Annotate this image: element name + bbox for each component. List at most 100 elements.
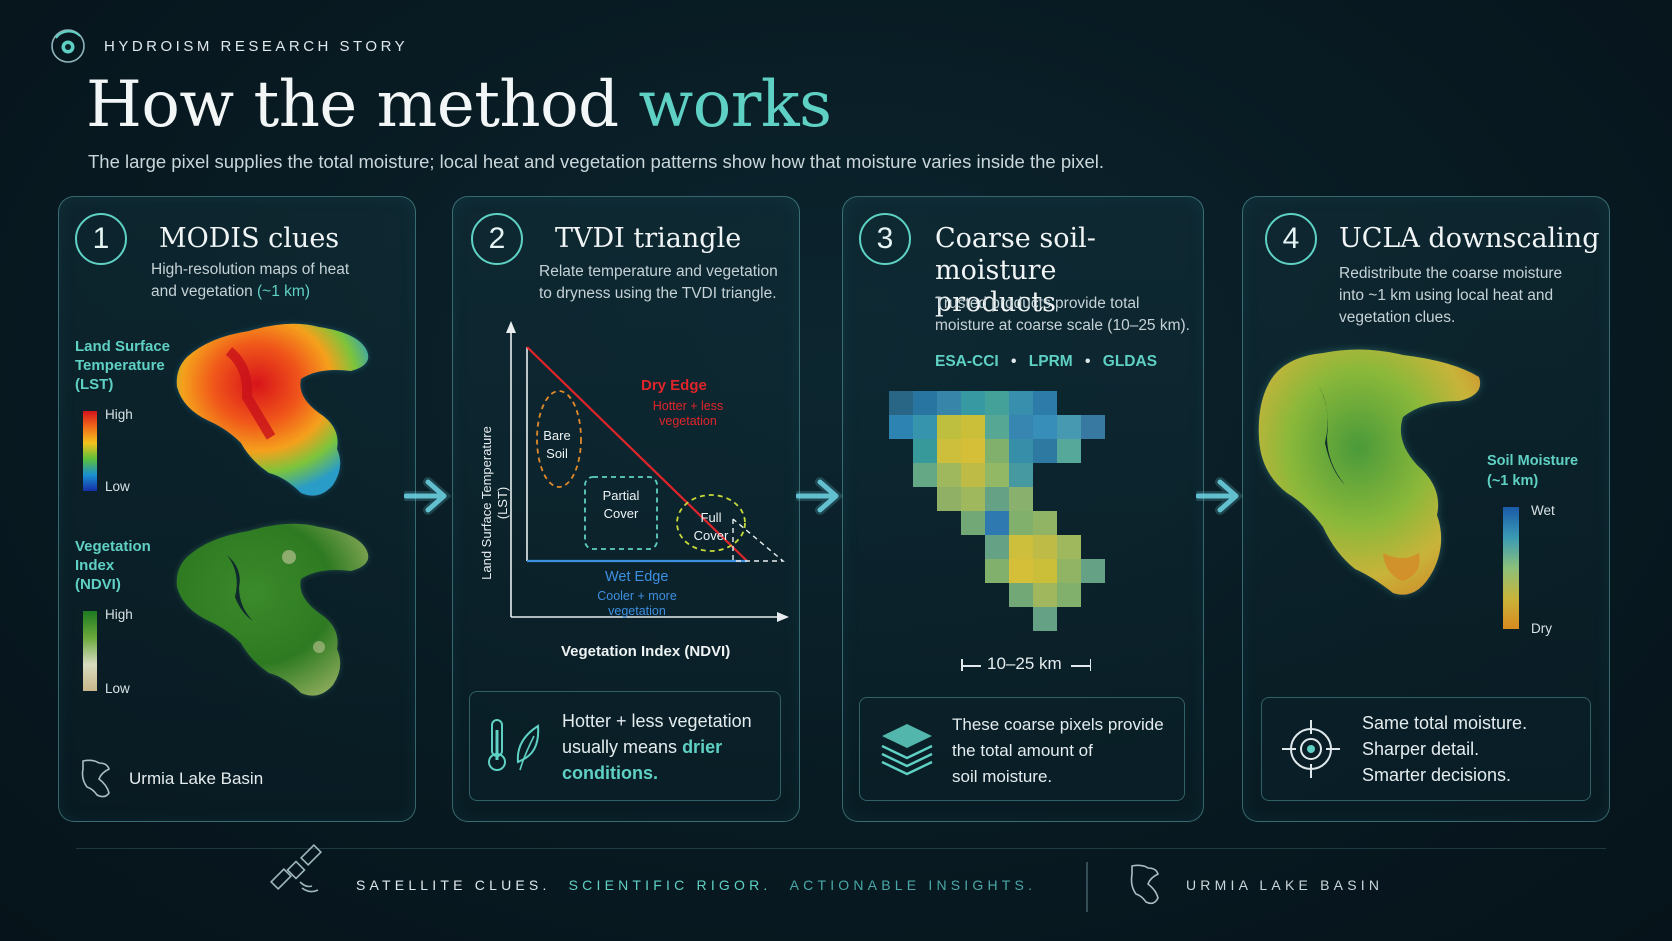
callout-highlight: conditions. <box>562 763 658 783</box>
label-line: Land Surface <box>75 338 171 355</box>
brand-logo-icon <box>51 29 85 63</box>
card-description: Relate temperature and vegetation to dry… <box>539 261 778 305</box>
card-description: High-resolution maps of heat and vegetat… <box>151 259 349 303</box>
satellite-icon <box>269 843 323 893</box>
legend-wet: Wet <box>1531 503 1555 518</box>
footer-part: ACTIONABLE INSIGHTS. <box>789 877 1037 893</box>
bare-soil-label: Bare Soil <box>537 427 577 463</box>
soil-moisture-legend-title: Soil Moisture (~1 km) <box>1487 451 1578 491</box>
ndvi-legend-low: Low <box>105 681 130 696</box>
thermometer-leaf-icon <box>488 719 540 771</box>
card-description: Trusted products provide total moisture … <box>935 293 1190 337</box>
callout-line: Hotter + less vegetation <box>562 711 752 731</box>
callout-line: Same total moisture. <box>1362 713 1528 733</box>
ndvi-label: Vegetation Index (NDVI) <box>75 537 151 594</box>
sub-line: vegetation <box>659 414 717 428</box>
lst-legend-low: Low <box>105 479 130 494</box>
region-line: Bare <box>543 428 571 443</box>
callout-text: Hotter + less vegetation usually means d… <box>562 708 752 786</box>
target-icon <box>1282 720 1340 778</box>
footer-location: URMIA LAKE BASIN <box>1186 877 1384 893</box>
region-line: Cover <box>603 506 639 521</box>
desc-text: and vegetation <box>151 283 258 300</box>
lst-legend-bar <box>83 411 97 491</box>
footer-part: SCIENTIFIC RIGOR. <box>568 877 772 893</box>
dry-edge-sub: Hotter + less vegetation <box>633 399 743 429</box>
desc-line: and vegetation (~1 km) <box>151 281 349 303</box>
scale-bar <box>961 657 1091 673</box>
callout-line: These coarse pixels provide <box>952 715 1164 734</box>
product-lprm: LPRM <box>1028 353 1073 370</box>
card-title: TVDI triangle <box>555 223 742 254</box>
basin-label: Urmia Lake Basin <box>129 769 264 788</box>
brand: HYDROISM RESEARCH STORY <box>50 28 408 64</box>
legend-dry: Dry <box>1531 621 1552 636</box>
partial-cover-label: Partial Cover <box>585 487 657 523</box>
title-accent: works <box>638 68 832 142</box>
downscaling-callout: Same total moisture. Sharper detail. Sma… <box>1261 697 1591 801</box>
desc-line: Trusted products provide total <box>935 295 1140 312</box>
desc-line: moisture at coarse scale (10–25 km). <box>935 317 1190 334</box>
label-line: (LST) <box>75 376 114 393</box>
callout-line: usually means drier <box>562 734 752 760</box>
step-number-2: 2 <box>471 213 523 265</box>
callout-text: These coarse pixels provide the total am… <box>952 712 1164 790</box>
label-line: Temperature <box>75 357 165 374</box>
region-line: Partial <box>602 488 640 503</box>
region-line: Soil <box>546 446 568 461</box>
axis-line: Land Surface Temperature <box>479 426 494 580</box>
layers-icon <box>881 724 933 776</box>
title-line: Coarse soil-moisture <box>935 223 1096 286</box>
callout-line: soil moisture. <box>952 767 1053 786</box>
card-tvdi-triangle: 2 TVDI triangle Relate temperature and v… <box>452 196 800 822</box>
footer-part: SATELLITE CLUES. <box>356 877 551 893</box>
legend-line: Soil Moisture <box>1487 453 1579 469</box>
full-cover-label: Full Cover <box>683 509 739 545</box>
separator: • <box>1085 353 1091 370</box>
desc-highlight: (~1 km) <box>257 283 310 300</box>
product-list: ESA-CCI • LPRM • GLDAS <box>935 353 1157 371</box>
step-number-4: 4 <box>1265 213 1317 265</box>
label-line: Vegetation <box>75 538 151 555</box>
region-line: Full <box>700 510 722 525</box>
card-title: Coarse soil-moisture products <box>935 223 1203 319</box>
downscaled-soil-moisture-map <box>1258 349 1481 595</box>
legend-line: (~1 km) <box>1487 473 1539 489</box>
card-title: UCLA downscaling <box>1339 223 1600 254</box>
dry-edge-label: Dry Edge <box>641 377 707 394</box>
coarse-pixel-map <box>889 391 1105 631</box>
brand-text: HYDROISM RESEARCH STORY <box>104 37 409 55</box>
sub-line: vegetation <box>608 604 666 618</box>
title-line: products <box>935 287 1056 318</box>
footer-separator <box>1086 862 1088 912</box>
sub-line: Hotter + less <box>652 399 724 413</box>
card-title: MODIS clues <box>159 223 340 254</box>
callout-line: the total amount of <box>952 741 1093 760</box>
step-number-1: 1 <box>75 213 127 265</box>
callout-text-part: usually means <box>562 737 683 757</box>
desc-line: High-resolution maps of heat <box>151 261 350 278</box>
title-main: How the method <box>86 68 619 142</box>
tvdi-diagram <box>506 321 789 622</box>
dryness-callout: Hotter + less vegetation usually means d… <box>469 691 781 801</box>
flow-arrow-icon <box>796 477 844 515</box>
desc-line: vegetation clues. <box>1339 309 1456 326</box>
wet-edge-sub: Cooler + more vegetation <box>573 589 701 619</box>
scale-label: 10–25 km <box>987 654 1062 673</box>
flow-arrow-icon <box>404 477 452 515</box>
basin-outline-icon <box>81 759 110 798</box>
product-esa-cci: ESA-CCI <box>935 353 999 370</box>
desc-line: to dryness using the TVDI triangle. <box>539 285 777 302</box>
label-line: (NDVI) <box>75 576 121 593</box>
callout-line: Smarter decisions. <box>1362 765 1512 785</box>
footer-divider <box>76 848 1606 849</box>
lst-legend-high: High <box>105 407 133 422</box>
card-description: Redistribute the coarse moisture into ~1… <box>1339 263 1562 329</box>
desc-line: into ~1 km using local heat and <box>1339 287 1554 304</box>
coarse-callout: These coarse pixels provide the total am… <box>859 697 1185 801</box>
callout-line: Sharper detail. <box>1362 739 1480 759</box>
x-axis-label: Vegetation Index (NDVI) <box>561 643 731 660</box>
callout-text: Same total moisture. Sharper detail. Sma… <box>1362 710 1527 788</box>
lst-map <box>176 323 369 496</box>
ndvi-legend-high: High <box>105 607 133 622</box>
